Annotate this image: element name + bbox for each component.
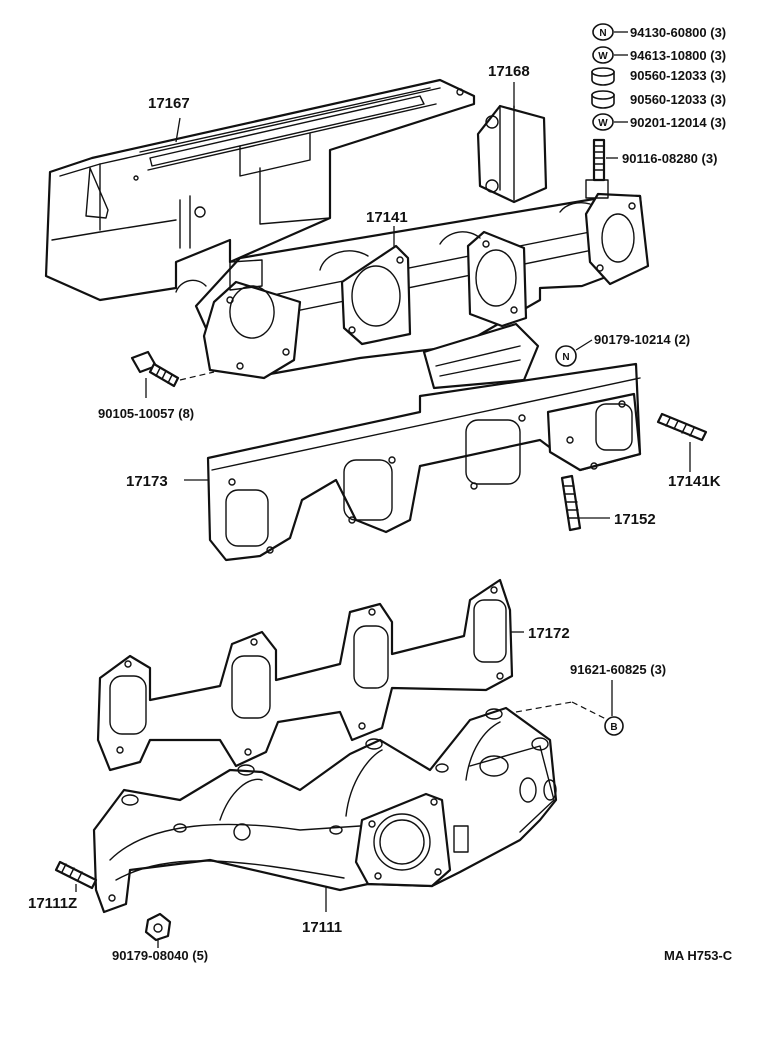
- nut-90179-08040: [144, 912, 172, 942]
- stud-17141K: [656, 412, 708, 442]
- bolt-90105-10057: [130, 350, 215, 388]
- stud-17152: [560, 474, 582, 532]
- nut-symbol-icon: [592, 23, 614, 41]
- callout-labels: 17167 17168 17141 90116-08280 (3) 90105-…: [28, 63, 733, 963]
- heat-insulator-bracket-17168: [476, 104, 548, 204]
- callout-17167: 17167: [148, 95, 190, 112]
- legend-row-washer: W 94613-10800 (3): [592, 46, 726, 64]
- gasket-17172: [96, 578, 514, 772]
- svg-text:N: N: [562, 352, 569, 363]
- legend-part-number: 90201-12014 (3): [630, 115, 726, 130]
- legend-part-number: 94613-10800 (3): [630, 48, 726, 63]
- legend-part-number: 94130-60800 (3): [630, 25, 726, 40]
- callout-17111Z: 17111Z: [28, 895, 77, 912]
- stud-17111Z: [54, 860, 98, 890]
- callout-leaders: [75, 82, 691, 948]
- stud-bolt-91621-60825: B: [515, 701, 624, 736]
- legend-row-nut: N 94130-60800 (3): [592, 23, 726, 41]
- callout-17172: 17172: [528, 625, 570, 642]
- callout-17141K: 17141K: [668, 473, 721, 490]
- callout-90105-10057: 90105-10057 (8): [98, 406, 194, 421]
- exhaust-manifold-17111: [92, 706, 558, 914]
- diagram-reference-code: MA H753-C: [664, 948, 733, 963]
- callout-91621-60825: 91621-60825 (3): [570, 662, 666, 677]
- legend-row-cup-washer: 90560-12033 (3): [591, 90, 726, 109]
- svg-text:W: W: [598, 51, 608, 62]
- callout-17168: 17168: [488, 63, 530, 80]
- callout-17152: 17152: [614, 511, 656, 528]
- legend-row-washer: W 90201-12014 (3): [592, 113, 726, 131]
- parts-legend: N 94130-60800 (3) W 94613-10800 (3) 9056…: [591, 23, 726, 131]
- washer-symbol-icon: [592, 113, 614, 131]
- exhaust-manifold-upper-17141: [175, 179, 650, 390]
- callout-17111: 17111: [302, 919, 342, 936]
- svg-text:N: N: [599, 28, 606, 39]
- svg-text:W: W: [598, 118, 608, 129]
- legend-part-number: 90560-12033 (3): [630, 92, 726, 107]
- callout-90179-10214: 90179-10214 (2): [594, 332, 690, 347]
- gasket-plate-17173: [206, 362, 642, 562]
- svg-text:B: B: [610, 722, 617, 733]
- washer-symbol-icon: [592, 46, 614, 64]
- legend-row-cup-washer: 90560-12033 (3): [591, 67, 726, 86]
- heat-insulator-17167: [44, 78, 476, 302]
- callout-17173: 17173: [126, 473, 168, 490]
- nut-90179-10214: N: [555, 345, 577, 367]
- legend-part-number: 90560-12033 (3): [630, 68, 726, 83]
- callout-90116-08280: 90116-08280 (3): [622, 151, 717, 166]
- callout-90179-08040: 90179-08040 (5): [112, 948, 208, 963]
- stud-90116-08280: [592, 138, 606, 182]
- callout-17141: 17141: [366, 209, 408, 226]
